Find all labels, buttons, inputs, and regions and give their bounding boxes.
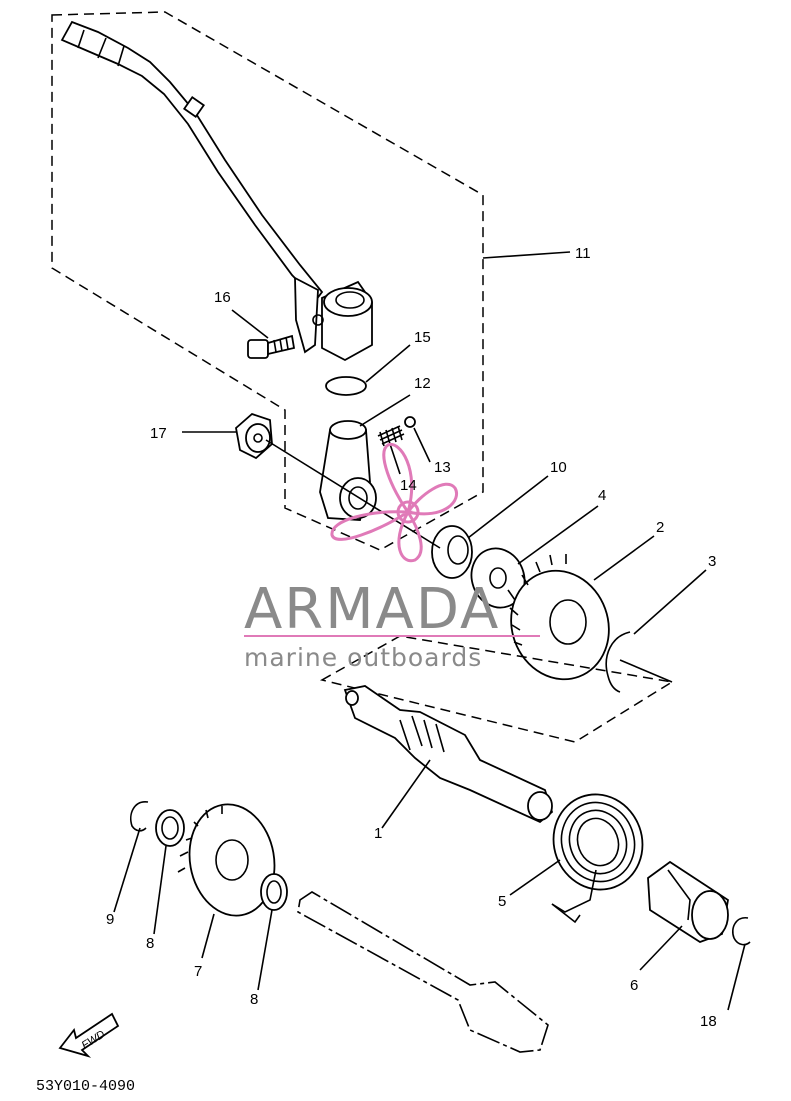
bolt-16	[247, 334, 296, 359]
label-11: 11	[575, 245, 591, 262]
watermark-brand: ARMADA	[244, 577, 500, 642]
circlip-3	[605, 631, 631, 693]
oil-seal-10	[431, 525, 473, 579]
label-1: 1	[374, 825, 382, 842]
idle-shaft-phantom	[297, 891, 549, 1053]
label-5: 5	[498, 893, 506, 910]
label-10: 10	[550, 459, 567, 476]
label-12: 12	[414, 375, 431, 392]
idle-gear-7	[177, 803, 276, 917]
assembly-outline-11	[51, 11, 484, 551]
label-18: 18	[700, 1013, 717, 1030]
washer-8-lower	[260, 873, 288, 911]
label-17: 17	[150, 425, 167, 442]
spring-guide-6	[647, 860, 729, 943]
label-8-lower: 8	[250, 991, 258, 1008]
torsion-spring-5	[551, 793, 644, 924]
washer-4	[470, 547, 526, 609]
watermark-tagline: marine outboards	[244, 643, 482, 672]
label-8-upper: 8	[146, 935, 154, 952]
washer-8-lower-inner	[266, 880, 282, 904]
kick-lever	[60, 20, 373, 362]
washer-8-upper	[155, 809, 185, 847]
kick-gear-2	[507, 554, 610, 681]
label-15: 15	[414, 329, 431, 346]
diagram-code: 53Y010-4090	[36, 1078, 135, 1095]
label-4: 4	[598, 487, 606, 504]
propeller-logo	[330, 443, 458, 563]
label-9: 9	[106, 911, 114, 928]
label-7: 7	[194, 963, 202, 980]
fwd-arrow: FWD	[58, 1012, 120, 1058]
spring-14	[377, 425, 405, 447]
leader-lines	[113, 251, 746, 1011]
kick-shaft-1	[343, 685, 554, 824]
circlip-9	[130, 801, 149, 832]
label-13: 13	[434, 459, 451, 476]
shaft-group-box	[319, 635, 675, 743]
boss-12	[319, 420, 377, 521]
ball-13	[404, 416, 416, 428]
label-6: 6	[630, 977, 638, 994]
label-16: 16	[214, 289, 231, 306]
label-14: 14	[400, 477, 417, 494]
watermark: ARMADA marine outboards	[244, 443, 540, 672]
o-ring-15	[325, 376, 367, 396]
washer-8-upper-inner	[161, 816, 179, 840]
label-2: 2	[656, 519, 664, 536]
label-3: 3	[708, 553, 716, 570]
nut-17	[235, 412, 273, 460]
circlip-18	[732, 917, 751, 946]
